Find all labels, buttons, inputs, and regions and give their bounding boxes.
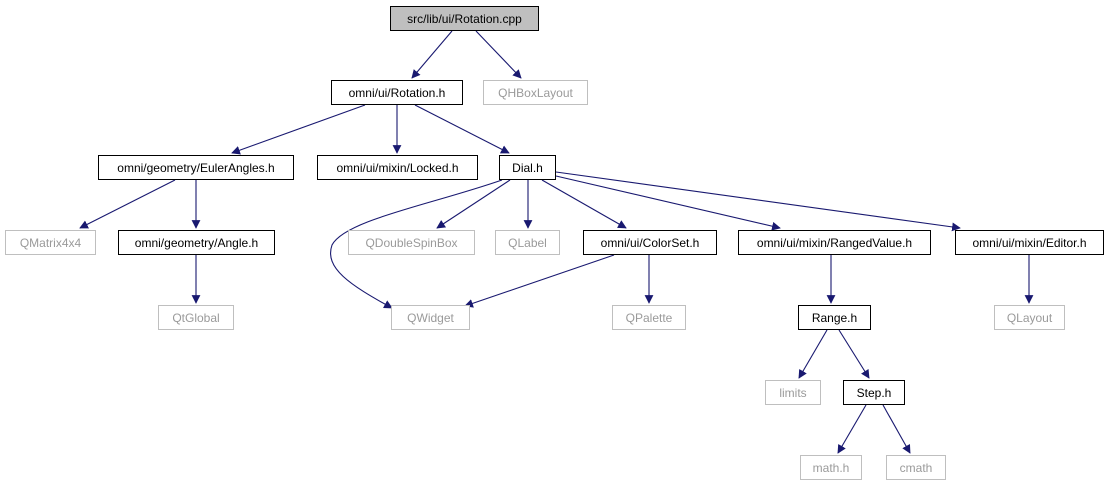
node-locked-h[interactable]: omni/ui/mixin/Locked.h xyxy=(317,155,478,180)
edge-range-h-to-limits xyxy=(798,329,828,379)
node-qdoublespinbox: QDoubleSpinBox xyxy=(348,230,475,255)
node-limits: limits xyxy=(765,380,821,405)
node-colorset-h[interactable]: omni/ui/ColorSet.h xyxy=(583,230,717,255)
edge-dial-h-to-rangedvalue-h xyxy=(555,175,781,231)
node-qlayout: QLayout xyxy=(994,305,1065,330)
node-qpalette: QPalette xyxy=(612,305,686,330)
node-dial-h[interactable]: Dial.h xyxy=(499,155,556,180)
node-eulerangles-h[interactable]: omni/geometry/EulerAngles.h xyxy=(98,155,294,180)
edge-dial-h-to-qwidget xyxy=(330,179,503,309)
edge-rotation-cpp-to-qhboxlayout xyxy=(475,30,522,79)
edge-colorset-h-to-qwidget xyxy=(464,254,615,308)
node-qtglobal: QtGlobal xyxy=(158,305,234,330)
node-angle-h[interactable]: omni/geometry/Angle.h xyxy=(118,230,275,255)
node-rotation-cpp[interactable]: src/lib/ui/Rotation.cpp xyxy=(390,6,539,31)
edge-rotation-cpp-to-rotation-h xyxy=(411,30,453,79)
node-cmath: cmath xyxy=(886,455,946,480)
node-rangedvalue-h[interactable]: omni/ui/mixin/RangedValue.h xyxy=(738,230,931,255)
edge-step-h-to-cmath xyxy=(882,404,911,454)
edge-rotation-h-to-dial-h xyxy=(414,104,510,154)
node-range-h[interactable]: Range.h xyxy=(798,305,871,330)
edge-step-h-to-math-h xyxy=(837,404,867,454)
node-editor-h[interactable]: omni/ui/mixin/Editor.h xyxy=(955,230,1104,255)
node-qwidget: QWidget xyxy=(391,305,470,330)
edge-dial-h-to-qdoublespinbox xyxy=(436,179,511,229)
node-qlabel: QLabel xyxy=(495,230,560,255)
edge-dial-h-to-editor-h xyxy=(555,171,961,232)
edge-dial-h-to-colorset-h xyxy=(541,179,627,229)
edge-eulerangles-h-to-qmatrix4x4 xyxy=(79,179,176,229)
node-math-h: math.h xyxy=(800,455,862,480)
edge-rotation-h-to-eulerangles-h xyxy=(231,104,366,155)
node-step-h[interactable]: Step.h xyxy=(843,380,905,405)
edge-range-h-to-step-h xyxy=(838,329,870,379)
node-qhboxlayout: QHBoxLayout xyxy=(483,80,588,105)
node-qmatrix4x4: QMatrix4x4 xyxy=(5,230,96,255)
node-rotation-h[interactable]: omni/ui/Rotation.h xyxy=(331,80,463,105)
